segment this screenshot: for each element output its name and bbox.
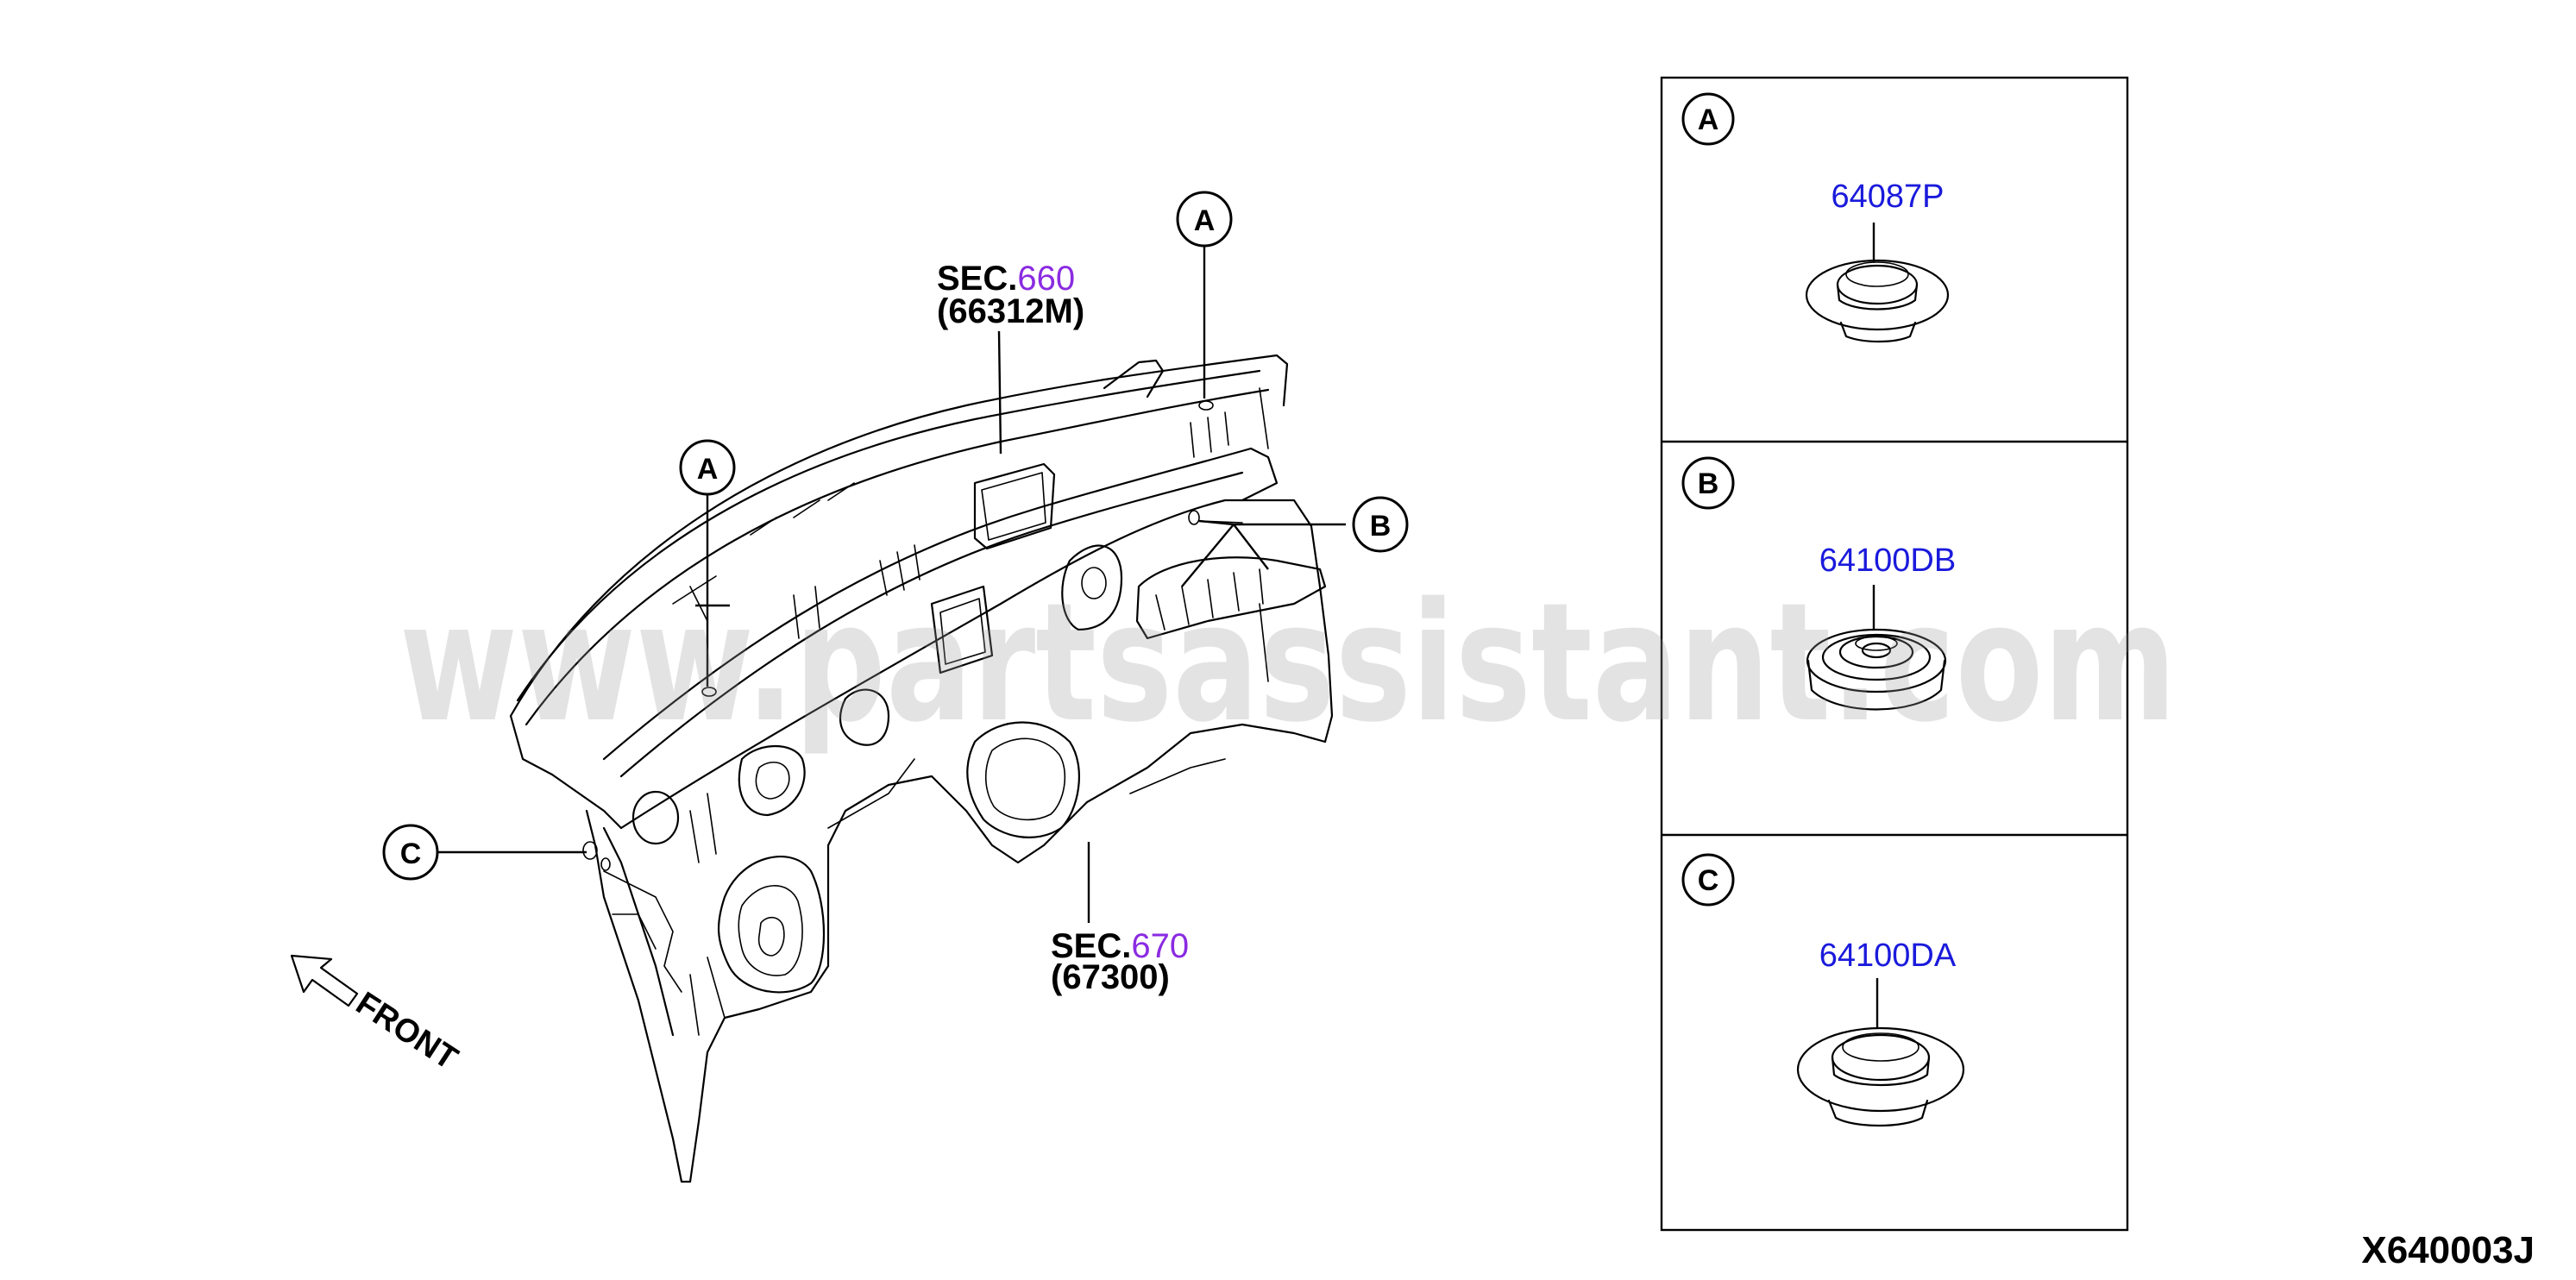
svg-text:SEC.660: SEC.660 [937, 260, 1075, 298]
detail-panel-b-letter: B [1698, 467, 1719, 500]
grommet-64100db-icon [1806, 628, 1947, 711]
detail-panels-frame [1660, 76, 2129, 1232]
section-660-part: (66312M) [937, 292, 1084, 330]
front-indicator: FRONT [290, 954, 464, 1077]
section-670-label: SEC.670 (67300) [1051, 842, 1189, 996]
section-660-prefix: SEC. [937, 260, 1017, 298]
callout-a-left-letter: A [697, 453, 719, 486]
detail-panel-c: C 64100DA [1681, 853, 1965, 1127]
grommet-64087p-icon [1805, 259, 1950, 343]
detail-panel-a-letter: A [1698, 104, 1719, 136]
grommet-64100da-icon [1796, 1026, 1965, 1127]
part-number-64100db: 64100DB [1819, 543, 1956, 579]
watermark-text: www.partsassistant.com [399, 568, 2177, 758]
section-670-part: (67300) [1051, 958, 1170, 996]
detail-panel-b: B 64100DB [1681, 456, 1956, 711]
diagram-id: X640003J [2361, 1229, 2535, 1271]
section-660-label: SEC.660 (66312M) [937, 260, 1084, 455]
callout-c-letter: C [400, 838, 422, 870]
front-arrow-icon [290, 954, 359, 1007]
callout-a-top: A [1176, 191, 1233, 398]
callout-a-left: A [679, 439, 736, 687]
detail-panel-c-letter: C [1698, 864, 1719, 897]
section-670-number: 670 [1131, 927, 1189, 965]
front-label: FRONT [349, 985, 464, 1077]
dash-panel-assembly [509, 354, 1334, 1183]
part-number-64087p: 64087P [1831, 179, 1944, 215]
callout-b-letter: B [1370, 510, 1392, 543]
section-660-number: 660 [1017, 260, 1075, 298]
detail-panel-a: A 64087P [1681, 92, 1950, 343]
part-number-64100da: 64100DA [1819, 938, 1957, 974]
detail-panels: A 64087P B 64100DB [1660, 76, 2129, 1232]
callout-b: B [1181, 496, 1409, 587]
callout-c: C [382, 824, 587, 881]
callout-a-top-letter: A [1194, 204, 1216, 237]
section-670-prefix: SEC. [1051, 927, 1131, 965]
svg-text:SEC.670: SEC.670 [1051, 927, 1189, 965]
